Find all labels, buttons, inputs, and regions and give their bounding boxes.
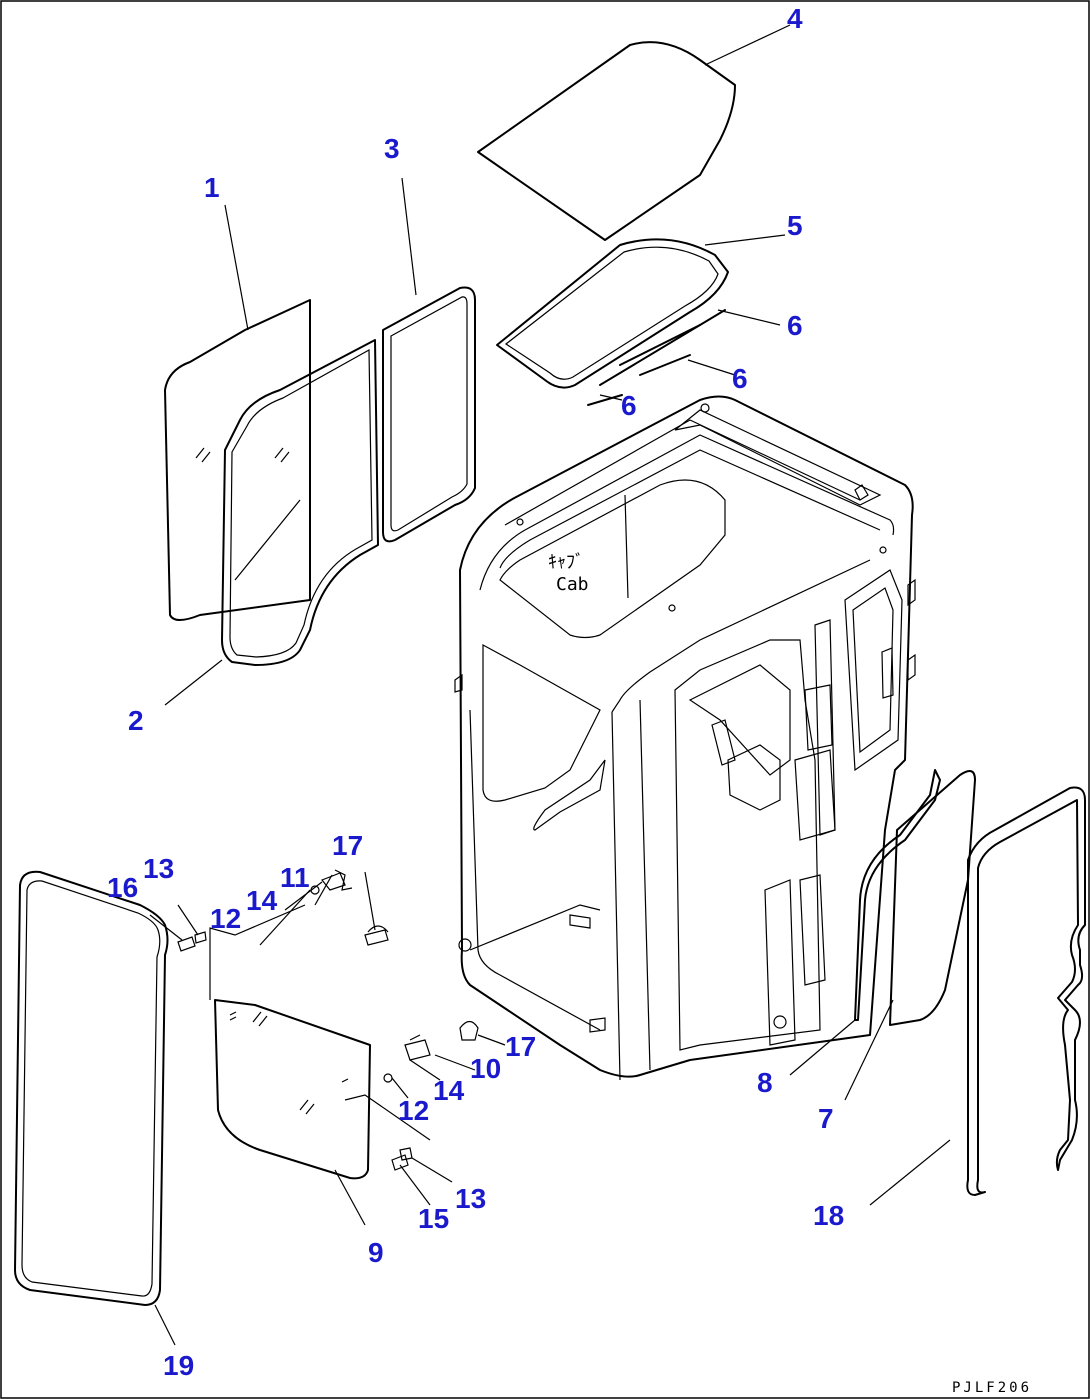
callout-10: 10 [470, 1053, 501, 1084]
callout-leaders [164, 24, 791, 706]
callout-17-lower: 17 [505, 1031, 536, 1062]
front-upper-glass [164, 299, 311, 621]
callout-15: 15 [418, 1203, 449, 1234]
callout-18: 18 [813, 1200, 844, 1231]
front-lower-glass [382, 286, 476, 543]
callout-3: 3 [384, 133, 400, 164]
latch-hardware-lower [383, 1020, 506, 1206]
callout-11: 11 [280, 862, 310, 893]
callout-1: 1 [204, 172, 220, 203]
roof-upper-glass [477, 41, 736, 241]
callout-16: 16 [107, 872, 138, 903]
front-glass-weather-strip [221, 339, 379, 666]
callout-12-lower: 12 [398, 1095, 429, 1126]
callout-14-lower: 14 [433, 1075, 465, 1106]
callout-12-upper: 12 [210, 903, 241, 934]
callout-13-lower: 13 [455, 1183, 486, 1214]
door-sliding-glass [209, 904, 431, 1226]
roof-glass [496, 238, 729, 389]
cab-frame [454, 395, 916, 1081]
rear-side-glass [844, 770, 976, 1101]
callout-2: 2 [128, 705, 144, 736]
callout-6-lower: 6 [621, 390, 637, 421]
cab-label-en: Cab [556, 574, 589, 595]
callout-8: 8 [757, 1067, 773, 1098]
cab-label-jp: ｷｬﾌﾞ [548, 552, 584, 573]
callout-6-middle: 6 [732, 363, 748, 394]
callout-19: 19 [163, 1350, 194, 1381]
door-glass-weather-strip [14, 870, 176, 1346]
right-glass-weather-strip [869, 786, 1086, 1206]
callout-14-upper: 14 [246, 885, 278, 916]
drawing-code: PJLF206 [952, 1380, 1032, 1396]
callout-5: 5 [787, 210, 803, 241]
callout-13-upper: 13 [143, 853, 174, 884]
callout-9: 9 [368, 1237, 384, 1268]
latch-hardware-upper [149, 869, 389, 952]
callout-17-upper: 17 [332, 830, 363, 861]
callout-6-upper: 6 [787, 310, 803, 341]
roof-strips [587, 309, 726, 406]
callout-numbers: 1 2 3 4 5 6 6 6 7 8 9 10 11 12 12 13 13 … [107, 3, 844, 1381]
rear-glass-seal [789, 769, 941, 1076]
callout-7: 7 [818, 1103, 834, 1134]
callout-4: 4 [787, 3, 803, 34]
